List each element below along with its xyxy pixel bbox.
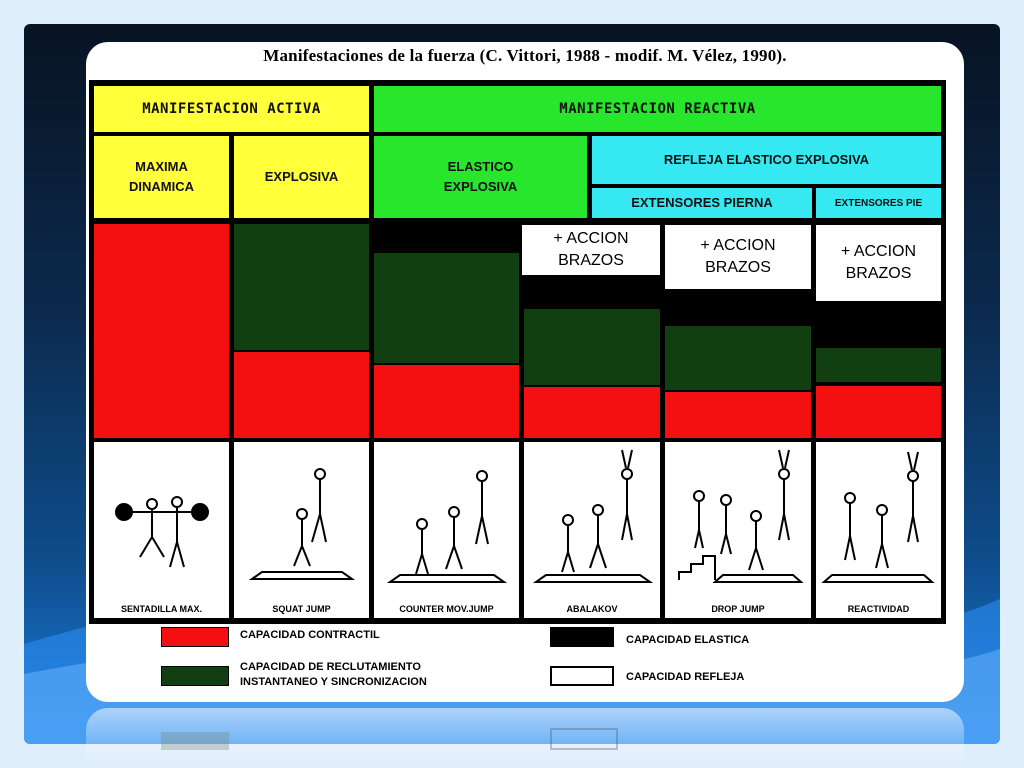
bar-reclutamiento-cmj: [374, 253, 519, 363]
legend-swatch-reclutamiento: [161, 666, 229, 686]
header-maxima-line1: MAXIMA: [135, 159, 188, 174]
exercise-label: SENTADILLA MAX.: [121, 604, 202, 614]
header-elastico-explosiva: ELASTICO EXPLOSIVA: [374, 136, 587, 218]
accion-line1: + ACCION: [700, 237, 776, 254]
header-explosiva: EXPLOSIVA: [234, 136, 369, 218]
counter-movement-jump-illustration: [386, 470, 508, 583]
accion-line2: BRAZOS: [558, 252, 624, 269]
exercise-label: SQUAT JUMP: [272, 604, 331, 614]
header-extensores-pie: EXTENSORES PIE: [816, 188, 941, 218]
bar-contractil-drop-jump: [665, 392, 811, 438]
exercise-label: ABALAKOV: [566, 604, 618, 614]
legend-reclutamiento-line1: CAPACIDAD DE RECLUTAMIENTO: [240, 661, 421, 673]
abalakov-jump-illustration: [532, 449, 654, 583]
header-maxima-line2: DINAMICA: [129, 179, 194, 194]
accion-line1: + ACCION: [553, 230, 629, 247]
legend-label-elastica: CAPACIDAD ELASTICA: [626, 634, 750, 646]
header-elastico-line1: ELASTICO: [447, 159, 514, 174]
bar-contractil-cmj: [374, 365, 519, 438]
strength-diagram: MANIFESTACION ACTIVA MANIFESTACION REACT…: [89, 80, 946, 624]
reflection-swatch: [161, 732, 229, 750]
accion-line2: BRAZOS: [705, 259, 771, 276]
legend-label-reclutamiento: CAPACIDAD DE RECLUTAMIENTO INSTANTANEO Y…: [240, 660, 427, 690]
bar-contractil-squat: [234, 352, 369, 438]
legend-swatch-elastica: [550, 627, 614, 647]
bar-reclutamiento-squat: [234, 224, 369, 350]
header-elastico-line2: EXPLOSIVA: [443, 179, 518, 194]
legend-label-contractil: CAPACIDAD CONTRACTIL: [240, 629, 380, 641]
legend-swatch-contractil: [161, 627, 229, 647]
legend-label-refleja: CAPACIDAD REFLEJA: [626, 671, 745, 683]
figure-reactividad: REACTIVIDAD: [816, 442, 941, 618]
header-manifestacion-activa: MANIFESTACION ACTIVA: [94, 86, 369, 132]
diagram-title: Manifestaciones de la fuerza (C. Vittori…: [263, 46, 787, 65]
header-manifestacion-reactiva: MANIFESTACION REACTIVA: [374, 86, 941, 132]
header-maxima-dinamica: MAXIMA DINAMICA: [94, 136, 229, 218]
bar-contractil-reactividad: [816, 386, 941, 438]
accion-line2: BRAZOS: [845, 265, 912, 282]
accion-line1: + ACCION: [840, 243, 917, 260]
figure-counter-mov-jump: COUNTER MOV.JUMP: [374, 442, 519, 618]
squat-weightlifter-illustration: [115, 496, 209, 568]
exercise-label: COUNTER MOV.JUMP: [399, 604, 494, 614]
exercise-label: DROP JUMP: [711, 604, 765, 614]
drop-jump-illustration: [678, 449, 804, 583]
bar-contractil-abalakov: [524, 387, 660, 438]
bar-contractil-sentadilla: [94, 224, 229, 438]
bar-reclutamiento-reactividad: [816, 348, 941, 382]
reflection-swatch: [550, 728, 618, 750]
figure-squat-jump: SQUAT JUMP: [234, 442, 369, 618]
bar-reclutamiento-abalakov: [524, 309, 660, 385]
accion-brazos-abalakov: + ACCION BRAZOS: [522, 225, 660, 275]
legend-swatch-refleja: [550, 666, 614, 686]
reactivity-jump-illustration: [821, 451, 935, 583]
figure-drop-jump: DROP JUMP: [665, 442, 811, 618]
bar-reclutamiento-drop-jump: [665, 326, 811, 390]
header-refleja-elastico-explosiva: REFLEJA ELASTICO EXPLOSIVA: [592, 136, 941, 184]
accion-brazos-reactividad: + ACCION BRAZOS: [816, 225, 941, 301]
figure-sentadilla: SENTADILLA MAX.: [94, 442, 229, 618]
reflection-content: [86, 708, 964, 768]
squat-jump-illustration: [248, 468, 356, 580]
card-reflection: [86, 708, 964, 768]
accion-brazos-drop-jump: + ACCION BRAZOS: [665, 225, 811, 289]
figure-abalakov: ABALAKOV: [524, 442, 660, 618]
exercise-label: REACTIVIDAD: [847, 604, 910, 614]
legend-reclutamiento-line2: INSTANTANEO Y SINCRONIZACION: [240, 676, 427, 688]
header-extensores-pierna: EXTENSORES PIERNA: [592, 188, 812, 218]
